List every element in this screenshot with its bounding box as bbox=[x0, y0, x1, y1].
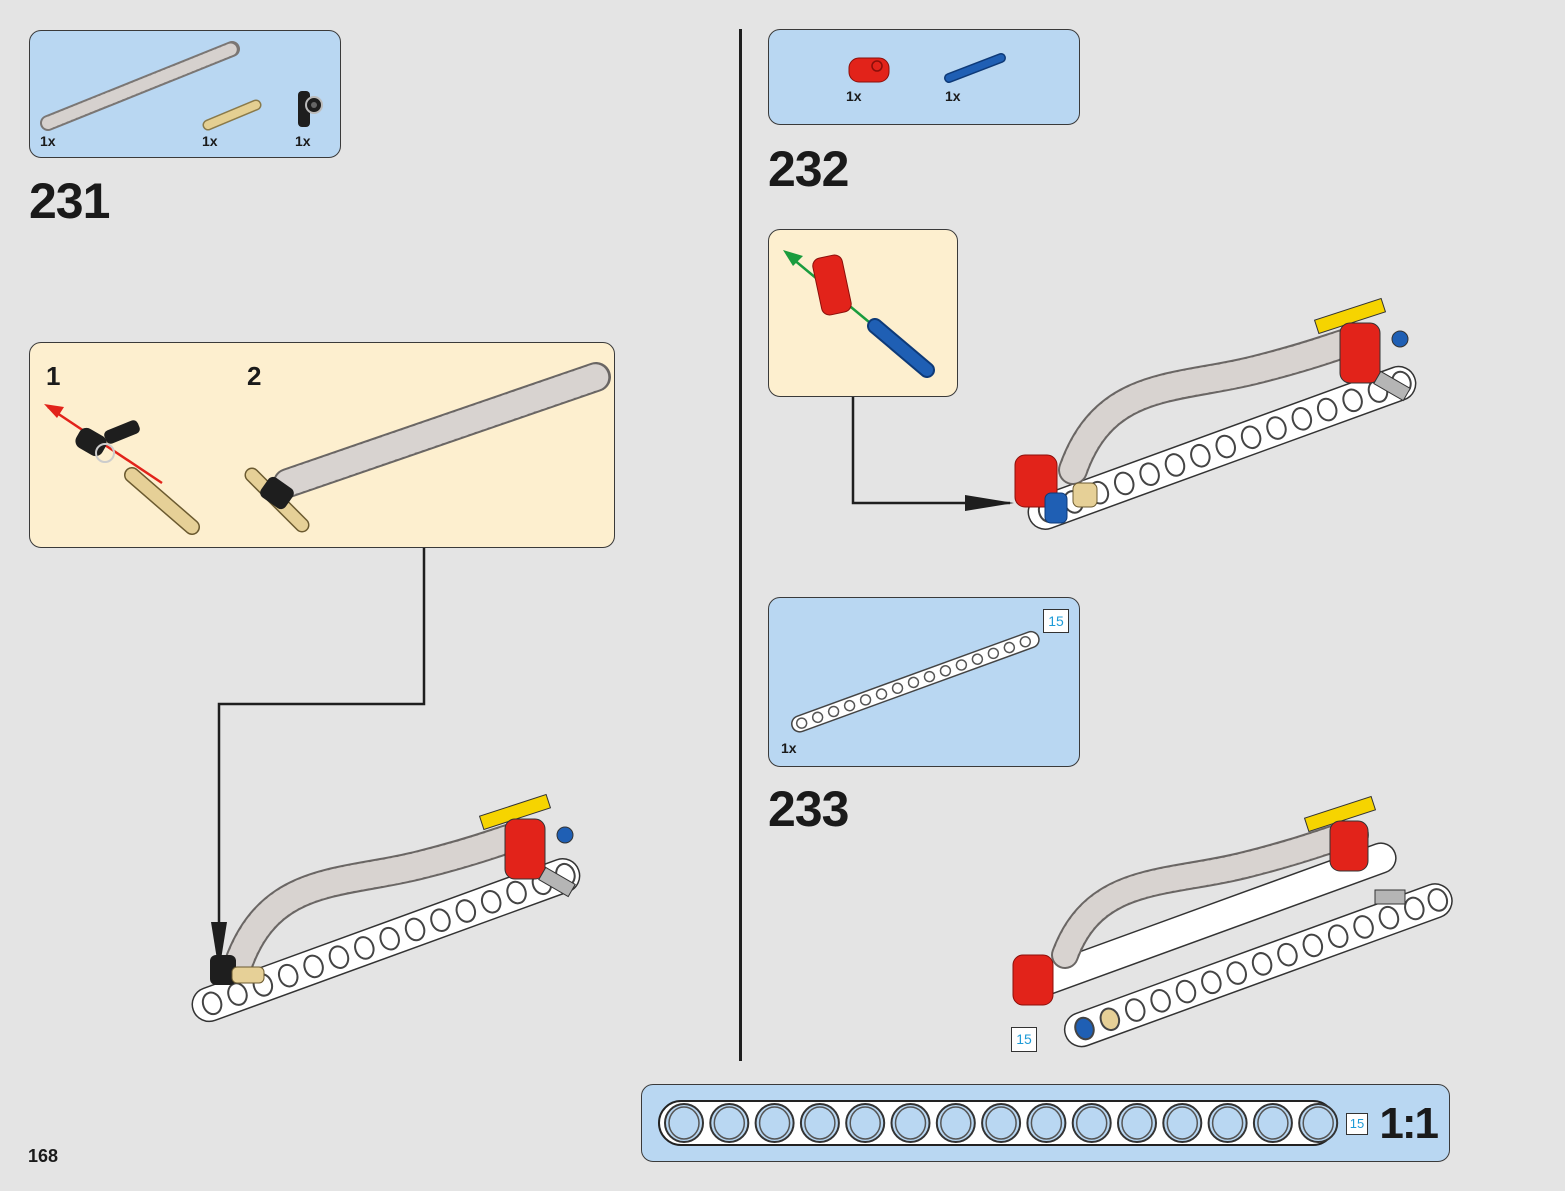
black-connector-part-icon bbox=[298, 91, 323, 127]
scale-hole bbox=[845, 1103, 886, 1143]
scale-hole-inner bbox=[985, 1106, 1017, 1140]
step-232-model-illustration bbox=[1014, 297, 1417, 530]
step-number: 232 bbox=[768, 141, 849, 197]
beam-15-part-icon bbox=[791, 630, 1040, 733]
scale-hole-inner bbox=[1166, 1106, 1199, 1140]
part-qty: 1x bbox=[945, 88, 961, 104]
scale-hole bbox=[890, 1103, 931, 1143]
sub-step-number: 2 bbox=[247, 361, 262, 391]
step-number: 233 bbox=[768, 781, 849, 837]
scale-hole-inner bbox=[940, 1106, 972, 1140]
flexible-hose-part-icon bbox=[40, 41, 240, 131]
part-qty: 1x bbox=[846, 88, 862, 104]
step-231-parts-box: 1x 1x 1x bbox=[29, 30, 341, 158]
scale-hole bbox=[1026, 1103, 1067, 1143]
length-badge: 15 bbox=[1346, 1113, 1368, 1135]
scale-hole bbox=[1117, 1103, 1157, 1143]
scale-hole-inner bbox=[668, 1106, 700, 1140]
scale-hole-inner bbox=[1121, 1106, 1153, 1140]
column-divider bbox=[739, 29, 742, 1061]
step-231-sub-assembly-box: 1 2 bbox=[29, 342, 615, 548]
step-232-sub-assembly-box bbox=[768, 229, 958, 397]
step-232-parts-box: 1x 1x bbox=[768, 29, 1080, 125]
scale-hole bbox=[981, 1103, 1022, 1143]
scale-hole bbox=[709, 1103, 750, 1143]
step-233-parts-box: 15 1x bbox=[768, 597, 1080, 767]
step-number: 231 bbox=[29, 173, 110, 229]
scale-hole bbox=[1298, 1103, 1339, 1143]
part-qty: 1x bbox=[202, 133, 218, 149]
length-badge: 15 bbox=[1011, 1027, 1037, 1052]
scale-hole bbox=[1162, 1103, 1203, 1143]
scale-hole bbox=[1071, 1103, 1112, 1143]
step-233-model-illustration bbox=[1012, 795, 1453, 1048]
tan-pin-part-icon bbox=[202, 99, 262, 131]
scale-hole-inner bbox=[849, 1106, 881, 1140]
scale-label: 1:1 bbox=[1379, 1099, 1439, 1148]
scale-hole bbox=[1207, 1103, 1248, 1143]
sub-assembly-illustration bbox=[783, 250, 935, 378]
red-arrow-icon bbox=[44, 404, 64, 418]
step-231-model-illustration bbox=[191, 793, 581, 1023]
sub-step-number: 1 bbox=[46, 361, 61, 391]
scale-hole-inner bbox=[713, 1106, 746, 1140]
scale-hole bbox=[664, 1103, 704, 1143]
scale-hole bbox=[1252, 1103, 1293, 1143]
scale-hole-inner bbox=[1075, 1106, 1108, 1140]
scale-hole-inner bbox=[1302, 1106, 1334, 1140]
sub-step-2-illustration bbox=[244, 362, 611, 533]
scale-reference-box: 15 1:1 bbox=[641, 1084, 1450, 1162]
blue-pin-part-icon bbox=[944, 53, 1006, 83]
length-badge: 15 bbox=[1043, 609, 1069, 633]
scale-hole bbox=[935, 1103, 976, 1143]
sub-step-1-illustration bbox=[44, 404, 200, 535]
red-connector-part-icon bbox=[848, 57, 890, 83]
part-qty: 1x bbox=[40, 133, 56, 149]
scale-hole-inner bbox=[804, 1106, 836, 1140]
callout-pointer-arrow bbox=[211, 548, 426, 972]
scale-hole-inner bbox=[894, 1106, 927, 1140]
green-arrow-icon bbox=[783, 250, 803, 266]
scale-hole-inner bbox=[1211, 1106, 1244, 1140]
scale-hole bbox=[799, 1103, 840, 1143]
beam-15-scale-outline bbox=[658, 1100, 1339, 1146]
part-qty: 1x bbox=[781, 740, 797, 756]
page-number: 168 bbox=[28, 1146, 59, 1166]
part-qty: 1x bbox=[295, 133, 311, 149]
scale-hole bbox=[754, 1103, 795, 1143]
scale-hole-inner bbox=[1030, 1106, 1063, 1140]
scale-hole-inner bbox=[1257, 1106, 1289, 1140]
scale-hole-inner bbox=[758, 1106, 791, 1140]
